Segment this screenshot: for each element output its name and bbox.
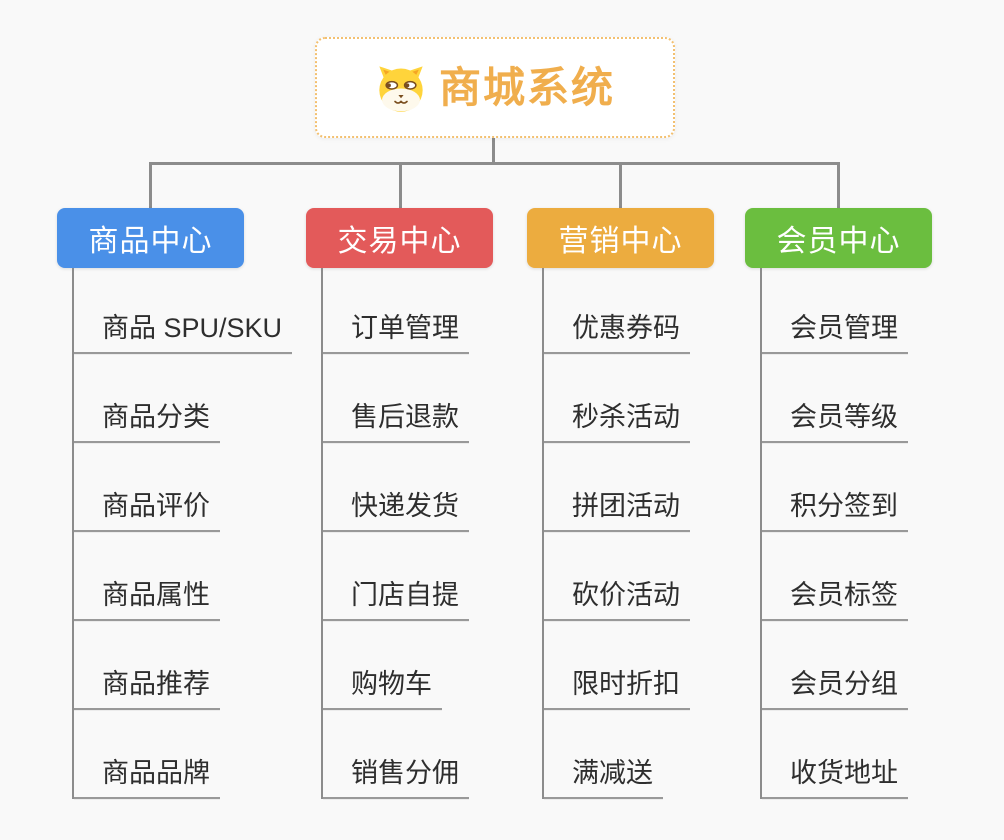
- branch-header-product-center[interactable]: 商品中心: [57, 208, 244, 268]
- list-item[interactable]: 会员标签: [762, 532, 908, 621]
- branch-marketing-center: 营销中心 优惠券码 秒杀活动 拼团活动 砍价活动 限时折扣 满减送: [527, 208, 727, 799]
- item-label: 商品评价: [74, 490, 220, 532]
- item-label: 会员标签: [762, 579, 908, 621]
- item-label: 商品属性: [74, 579, 220, 621]
- branch-drop-line: [149, 162, 152, 209]
- item-label: 销售分佣: [323, 757, 469, 799]
- list-item[interactable]: 商品评价: [74, 443, 220, 532]
- list-item[interactable]: 收货地址: [762, 710, 908, 799]
- list-item[interactable]: 会员管理: [762, 268, 908, 354]
- item-label: 秒杀活动: [544, 401, 690, 443]
- list-item[interactable]: 商品推荐: [74, 621, 220, 710]
- item-label: 优惠券码: [544, 312, 690, 354]
- branch-product-center: 商品中心 商品 SPU/SKU 商品分类 商品评价 商品属性 商品推荐 商品品牌: [57, 208, 293, 799]
- branch-drop-line: [619, 162, 622, 209]
- root-connector-line: [492, 138, 495, 164]
- branch-trade-center: 交易中心 订单管理 售后退款 快递发货 门店自提 购物车 销售分佣: [306, 208, 506, 799]
- root-title: 商城系统: [438, 63, 615, 111]
- item-label: 会员分组: [762, 668, 908, 710]
- branch-header-member-center[interactable]: 会员中心: [745, 208, 932, 268]
- branch-header-trade-center[interactable]: 交易中心: [306, 208, 493, 268]
- branch-member-center: 会员中心 会员管理 会员等级 积分签到 会员标签 会员分组 收货地址: [745, 208, 945, 799]
- branch-spine-line: [149, 162, 840, 165]
- list-item[interactable]: 商品分类: [74, 354, 220, 443]
- branch-header-marketing-center[interactable]: 营销中心: [527, 208, 714, 268]
- list-item[interactable]: 销售分佣: [323, 710, 469, 799]
- item-label: 积分签到: [762, 490, 908, 532]
- item-label: 商品品牌: [74, 757, 220, 799]
- list-item[interactable]: 订单管理: [323, 268, 469, 354]
- list-item[interactable]: 积分签到: [762, 443, 908, 532]
- item-label: 会员等级: [762, 401, 908, 443]
- item-label: 砍价活动: [544, 579, 690, 621]
- branch-item-list: 商品 SPU/SKU 商品分类 商品评价 商品属性 商品推荐 商品品牌: [72, 268, 293, 799]
- item-label: 限时折扣: [544, 668, 690, 710]
- list-item[interactable]: 会员分组: [762, 621, 908, 710]
- branch-item-list: 优惠券码 秒杀活动 拼团活动 砍价活动 限时折扣 满减送: [542, 268, 690, 799]
- list-item[interactable]: 会员等级: [762, 354, 908, 443]
- item-label: 售后退款: [323, 401, 469, 443]
- item-label: 会员管理: [762, 312, 908, 354]
- item-label: 商品 SPU/SKU: [74, 312, 293, 354]
- branch-item-list: 会员管理 会员等级 积分签到 会员标签 会员分组 收货地址: [760, 268, 908, 799]
- root-node[interactable]: 商城系统: [315, 37, 675, 138]
- list-item[interactable]: 砍价活动: [544, 532, 690, 621]
- item-label: 收货地址: [762, 757, 908, 799]
- list-item[interactable]: 商品 SPU/SKU: [74, 268, 293, 354]
- item-label: 商品分类: [74, 401, 220, 443]
- list-item[interactable]: 商品属性: [74, 532, 220, 621]
- list-item[interactable]: 拼团活动: [544, 443, 690, 532]
- dog-face-icon: [379, 65, 423, 112]
- item-label: 满减送: [544, 757, 663, 799]
- list-item[interactable]: 优惠券码: [544, 268, 690, 354]
- branch-drop-line: [837, 162, 840, 209]
- list-item[interactable]: 秒杀活动: [544, 354, 690, 443]
- list-item[interactable]: 限时折扣: [544, 621, 690, 710]
- item-label: 快递发货: [323, 490, 469, 532]
- list-item[interactable]: 商品品牌: [74, 710, 220, 799]
- list-item[interactable]: 购物车: [323, 621, 442, 710]
- list-item[interactable]: 售后退款: [323, 354, 469, 443]
- branch-drop-line: [399, 162, 402, 209]
- item-label: 门店自提: [323, 579, 469, 621]
- item-label: 拼团活动: [544, 490, 690, 532]
- item-label: 购物车: [323, 668, 442, 710]
- item-label: 订单管理: [323, 312, 469, 354]
- list-item[interactable]: 满减送: [544, 710, 663, 799]
- item-label: 商品推荐: [74, 668, 220, 710]
- list-item[interactable]: 门店自提: [323, 532, 469, 621]
- branch-item-list: 订单管理 售后退款 快递发货 门店自提 购物车 销售分佣: [321, 268, 469, 799]
- list-item[interactable]: 快递发货: [323, 443, 469, 532]
